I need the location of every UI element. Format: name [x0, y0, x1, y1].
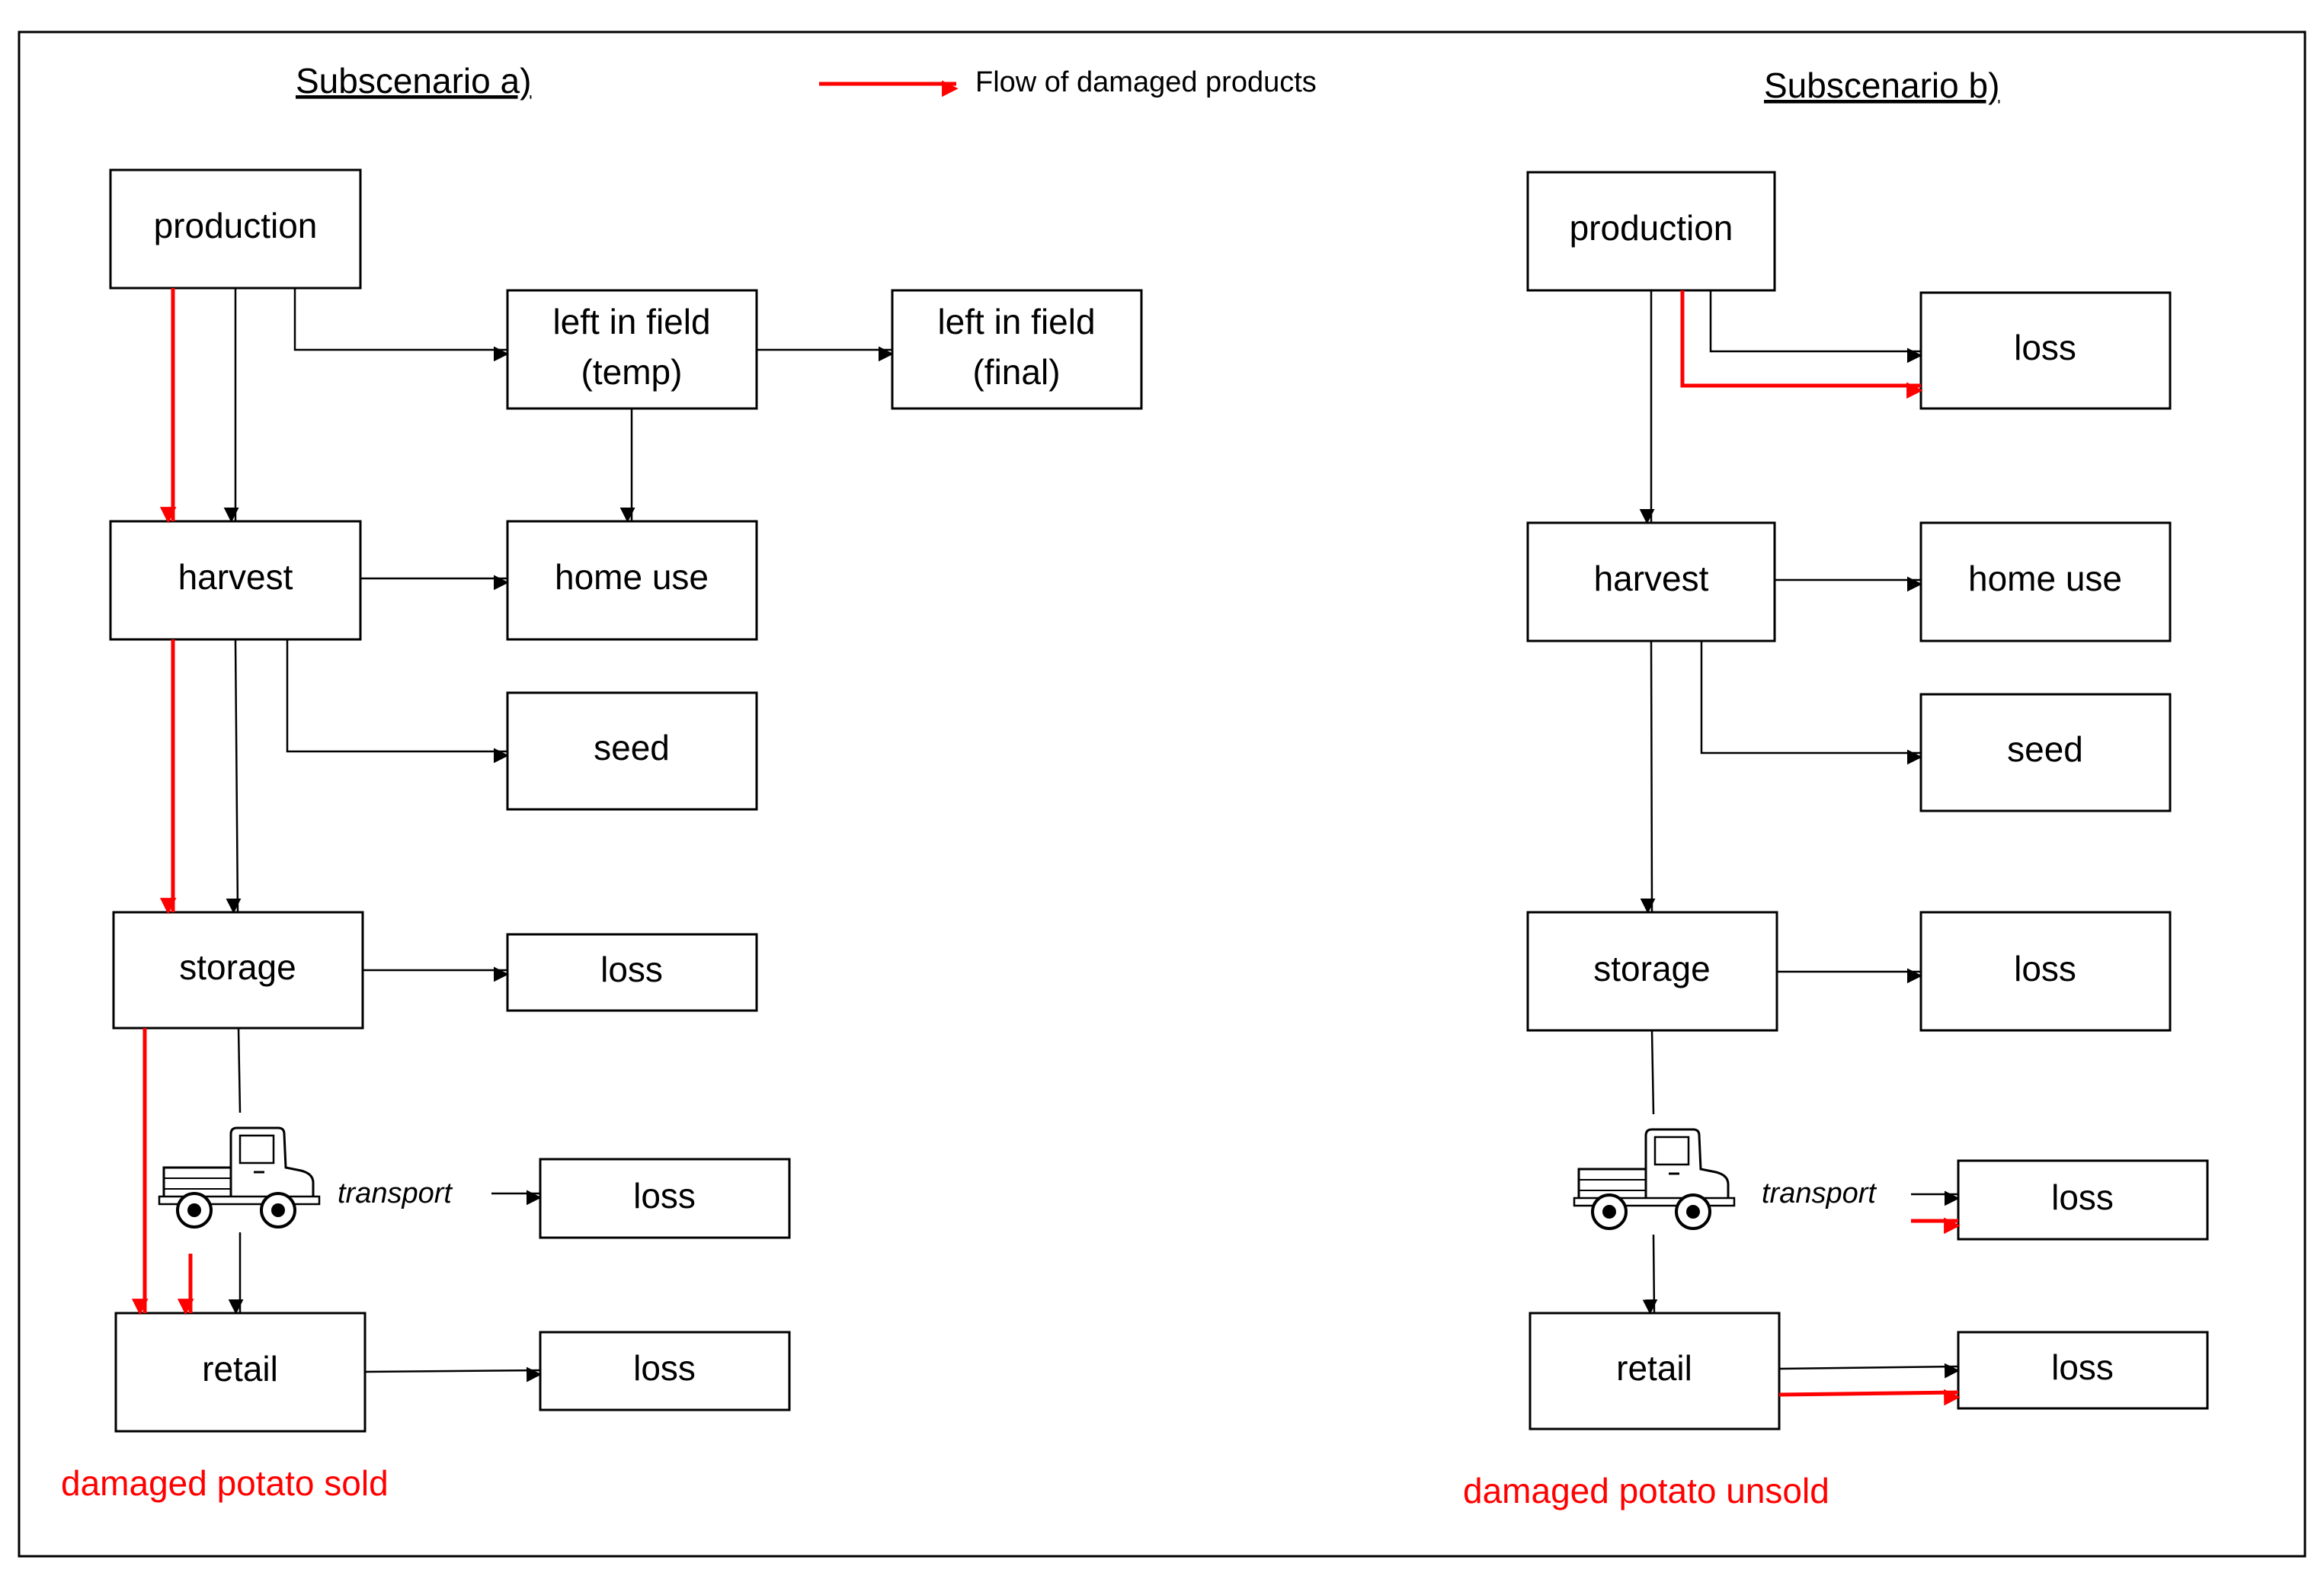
transport-label-b: transport	[1762, 1177, 1877, 1209]
box-label: loss	[2051, 1347, 2114, 1387]
box-harvest-b: harvest	[1526, 521, 1776, 642]
arrow-transport-retail-b	[1642, 1234, 1658, 1315]
subscenario-b: production loss harvest home use seed st…	[1463, 171, 2209, 1511]
box-storage-loss-b: loss	[1919, 911, 2172, 1032]
box-label-line2: (final)	[972, 352, 1060, 392]
box-label: storage	[1593, 949, 1710, 988]
box-label: loss	[633, 1176, 696, 1216]
box-transport-loss-a: loss	[539, 1158, 791, 1239]
box-label: home use	[555, 557, 709, 597]
box-label: home use	[1968, 559, 2122, 598]
subscenario-a: production left in field (temp) left in …	[61, 168, 1143, 1503]
box-seed-a: seed	[506, 691, 758, 811]
transport-label-a: transport	[338, 1177, 453, 1209]
red-arrow-retail-loss-b	[1778, 1389, 1961, 1406]
box-retail-loss-b: loss	[1957, 1331, 2209, 1410]
box-storage-a: storage	[112, 911, 364, 1030]
box-label: loss	[2014, 328, 2076, 367]
box-label-line1: left in field	[552, 302, 710, 341]
arrow-production-loss-b	[1709, 290, 1922, 364]
box-harvest-a: harvest	[109, 520, 362, 641]
box-seed-b: seed	[1919, 693, 2172, 812]
box-label: seed	[594, 728, 670, 767]
box-label: loss	[633, 1348, 696, 1388]
arrow-retail-loss-a	[364, 1366, 542, 1382]
subscenario-b-title: Subscenario b)	[1764, 66, 1999, 105]
box-label: production	[154, 206, 318, 245]
box-label: storage	[179, 947, 296, 987]
box-label-line1: left in field	[937, 302, 1095, 341]
box-home-use-a: home use	[506, 520, 758, 641]
box-home-use-b: home use	[1919, 521, 2172, 642]
note-damaged-potato-unsold: damaged potato unsold	[1463, 1471, 1829, 1511]
box-label: loss	[2014, 949, 2076, 988]
box-label: loss	[600, 950, 663, 989]
box-retail-loss-a: loss	[539, 1331, 791, 1411]
line-storage-transport-b	[1650, 1030, 1655, 1115]
box-label: retail	[202, 1349, 278, 1389]
subscenario-a-title: Subscenario a)	[296, 61, 531, 101]
arrow-harvest-seed-a	[286, 639, 509, 764]
red-arrow-production-loss-b	[1680, 290, 1923, 399]
box-production-b: production	[1526, 171, 1776, 292]
diagram-frame	[18, 30, 2306, 1558]
note-damaged-potato-sold: damaged potato sold	[61, 1463, 389, 1503]
box-left-in-field-temp: left in field (temp)	[506, 289, 758, 410]
arrow-retail-loss-b	[1778, 1363, 1960, 1379]
arrow-harvest-seed-b	[1700, 641, 1922, 765]
box-label: harvest	[178, 557, 293, 597]
box-label-line2: (temp)	[581, 352, 683, 392]
box-storage-b: storage	[1526, 911, 1778, 1032]
pickup-truck-icon	[1573, 1128, 1736, 1230]
arrow-harvest-storage-a	[226, 639, 242, 914]
box-label: seed	[2007, 729, 2083, 769]
box-label: production	[1570, 208, 1733, 248]
line-storage-transport-a	[237, 1027, 242, 1113]
box-left-in-field-final: left in field (final)	[891, 289, 1143, 410]
box-label: harvest	[1594, 559, 1709, 598]
box-production-a: production	[109, 168, 362, 290]
box-storage-loss-a: loss	[506, 933, 758, 1012]
pickup-truck-icon	[158, 1126, 321, 1229]
arrow-production-left-field-temp	[293, 288, 509, 362]
box-retail-a: retail	[114, 1312, 367, 1433]
box-label: loss	[2051, 1177, 2114, 1217]
legend: Flow of damaged products	[819, 66, 1317, 98]
arrow-harvest-storage-b	[1640, 640, 1656, 914]
legend-label: Flow of damaged products	[975, 66, 1317, 98]
box-production-loss-b: loss	[1919, 291, 2172, 410]
box-label: retail	[1616, 1348, 1692, 1388]
box-retail-b: retail	[1529, 1312, 1781, 1430]
box-transport-loss-b: loss	[1957, 1159, 2209, 1241]
